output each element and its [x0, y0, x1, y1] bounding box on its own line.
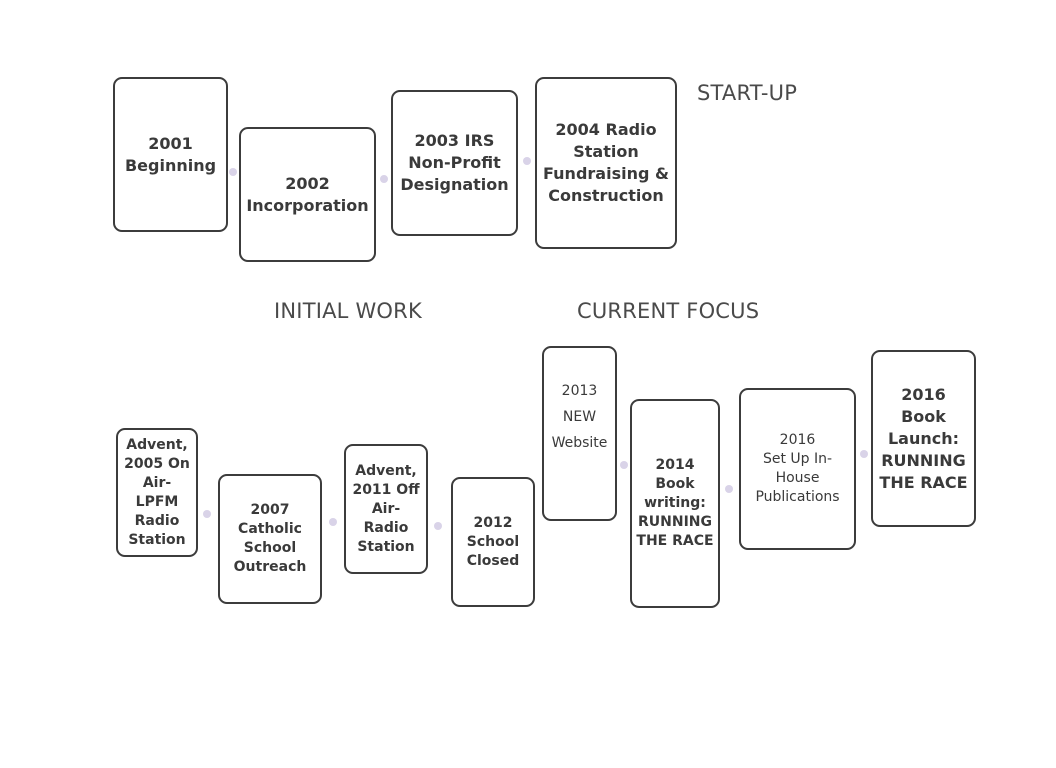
- node-2005-on-air: Advent, 2005 On Air- LPFM Radio Station: [116, 428, 198, 557]
- connector-dot: [523, 157, 531, 165]
- node-2011-off-air: Advent, 2011 Off Air- Radio Station: [344, 444, 428, 574]
- node-2014-book-writing: 2014 Book writing: RUNNING THE RACE: [630, 399, 720, 608]
- node-2002-incorporation: 2002 Incorporation: [239, 127, 376, 262]
- connector-dot: [203, 510, 211, 518]
- node-2003-irs-designation: 2003 IRS Non-Profit Designation: [391, 90, 518, 236]
- connector-dot: [229, 168, 237, 176]
- connector-dot: [329, 518, 337, 526]
- connector-dot: [860, 450, 868, 458]
- label-start-up: START-UP: [697, 81, 798, 105]
- node-2016-publications: 2016 Set Up In- House Publications: [739, 388, 856, 550]
- node-2004-radio-station: 2004 Radio Station Fundraising & Constru…: [535, 77, 677, 249]
- node-2012-school-closed: 2012 School Closed: [451, 477, 535, 607]
- node-2001-beginning: 2001 Beginning: [113, 77, 228, 232]
- connector-dot: [620, 461, 628, 469]
- node-2013-new-website: 2013 NEW Website: [542, 346, 617, 521]
- connector-dot: [434, 522, 442, 530]
- node-2007-school-outreach: 2007 Catholic School Outreach: [218, 474, 322, 604]
- connector-dot: [380, 175, 388, 183]
- label-current-focus: CURRENT FOCUS: [577, 299, 760, 323]
- label-initial-work: INITIAL WORK: [274, 299, 422, 323]
- connector-dot: [725, 485, 733, 493]
- node-2016-book-launch: 2016 Book Launch: RUNNING THE RACE: [871, 350, 976, 527]
